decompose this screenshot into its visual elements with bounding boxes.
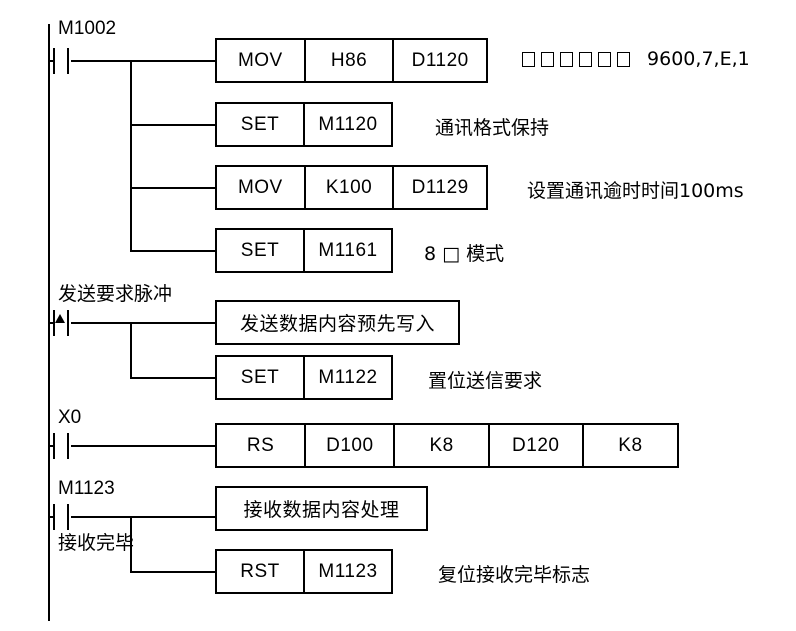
cell-opcode: RS [246,434,275,456]
comment-format-hold: 通讯格式保持 [435,117,550,139]
rung-1-stub-2 [130,124,215,126]
cell-opcode: MOV [237,49,283,71]
rung-2-contact-label: 发送要求脉冲 [58,283,173,305]
blank-square-icon [541,52,554,67]
cell-operand-2: K8 [393,425,487,466]
rung-1-stub-1 [130,60,215,62]
blank-square-icon [617,52,630,67]
cell-operand-1: M1161 [303,230,391,271]
comment-set-send: 置位送信要求 [428,370,543,392]
cell-opcode: SET [240,239,280,261]
cell-text: 接收数据内容处理 [243,499,400,521]
blank-square-icon [522,52,535,67]
rung-4-branch-trunk [130,516,132,572]
comment-timeout: 设置通讯逾时时间100ms [527,180,744,202]
cell-operand-1: M1123 [303,551,391,592]
rung-2-stub-1 [130,322,215,324]
rung-2-wire-in-right [71,322,131,324]
cell-operand-1: M1122 [303,357,391,398]
rung-3-wire-in-right [71,445,215,447]
instruction-box-rst-m1123[interactable]: RST M1123 [215,549,393,594]
cell-opcode: RST [240,560,280,582]
cell-text: 发送数据内容预先写入 [239,313,435,335]
rung-1-wire-in-left [48,60,55,62]
rung-4-wire-in-right [71,516,131,518]
rung-1-branch-trunk [130,60,132,250]
cell-operand-2: D1129 [392,167,486,208]
comment-reset-recv: 复位接收完毕标志 [438,564,591,586]
rung-3-wire-in-left [48,445,55,447]
instruction-box-recv-data[interactable]: 接收数据内容处理 [215,486,428,531]
instruction-box-rs[interactable]: RS D100 K8 D120 K8 [215,423,679,468]
cell-operand-3: D120 [487,425,582,466]
up-arrow-icon [55,314,65,323]
cell-operand-4: K8 [581,425,677,466]
cell-operand-2: D1120 [392,40,486,81]
rung-4-contact-label-2: 接收完毕 [58,532,135,554]
instruction-box-send-data[interactable]: 发送数据内容预先写入 [215,300,460,345]
cell-operand-1: D100 [304,425,393,466]
rung-2-wire-in-left [48,322,55,324]
cell-operand-1: H86 [303,40,393,81]
rung-1-stub-4 [130,250,215,252]
comment-baud-squares: 9600,7,E,1 [519,48,750,70]
instruction-box-set-m1161[interactable]: SET M1161 [215,228,393,273]
instruction-box-set-m1120[interactable]: SET M1120 [215,102,393,147]
rung-2-branch-trunk [130,322,132,378]
rung-1-wire-in-right [71,60,131,62]
rung-4-wire-in-left [48,516,55,518]
cell-opcode: SET [240,366,280,388]
cell-operand-1: M1120 [303,104,391,145]
instruction-box-mov-h86[interactable]: MOV H86 D1120 [215,38,488,83]
rung-2-stub-2 [130,377,215,379]
comment-baud-text: 9600,7,E,1 [647,48,750,70]
cell-opcode: SET [240,113,280,135]
cell-opcode: MOV [237,176,283,198]
rung-4-stub-1 [130,516,215,518]
rung-1-stub-3 [130,187,215,189]
rung-4-contact-label: M1123 [58,478,115,499]
rung-1-contact-label: M1002 [58,18,117,39]
instruction-box-mov-k100[interactable]: MOV K100 D1129 [215,165,488,210]
blank-square-icon [579,52,592,67]
blank-square-icon [560,52,573,67]
cell-operand-1: K100 [303,167,393,208]
blank-square-icon [598,52,611,67]
rung-4-stub-2 [130,571,215,573]
rung-3-contact-label: X0 [58,407,82,428]
instruction-box-set-m1122[interactable]: SET M1122 [215,355,393,400]
comment-8bit: 8 □ 模式 [424,243,505,265]
